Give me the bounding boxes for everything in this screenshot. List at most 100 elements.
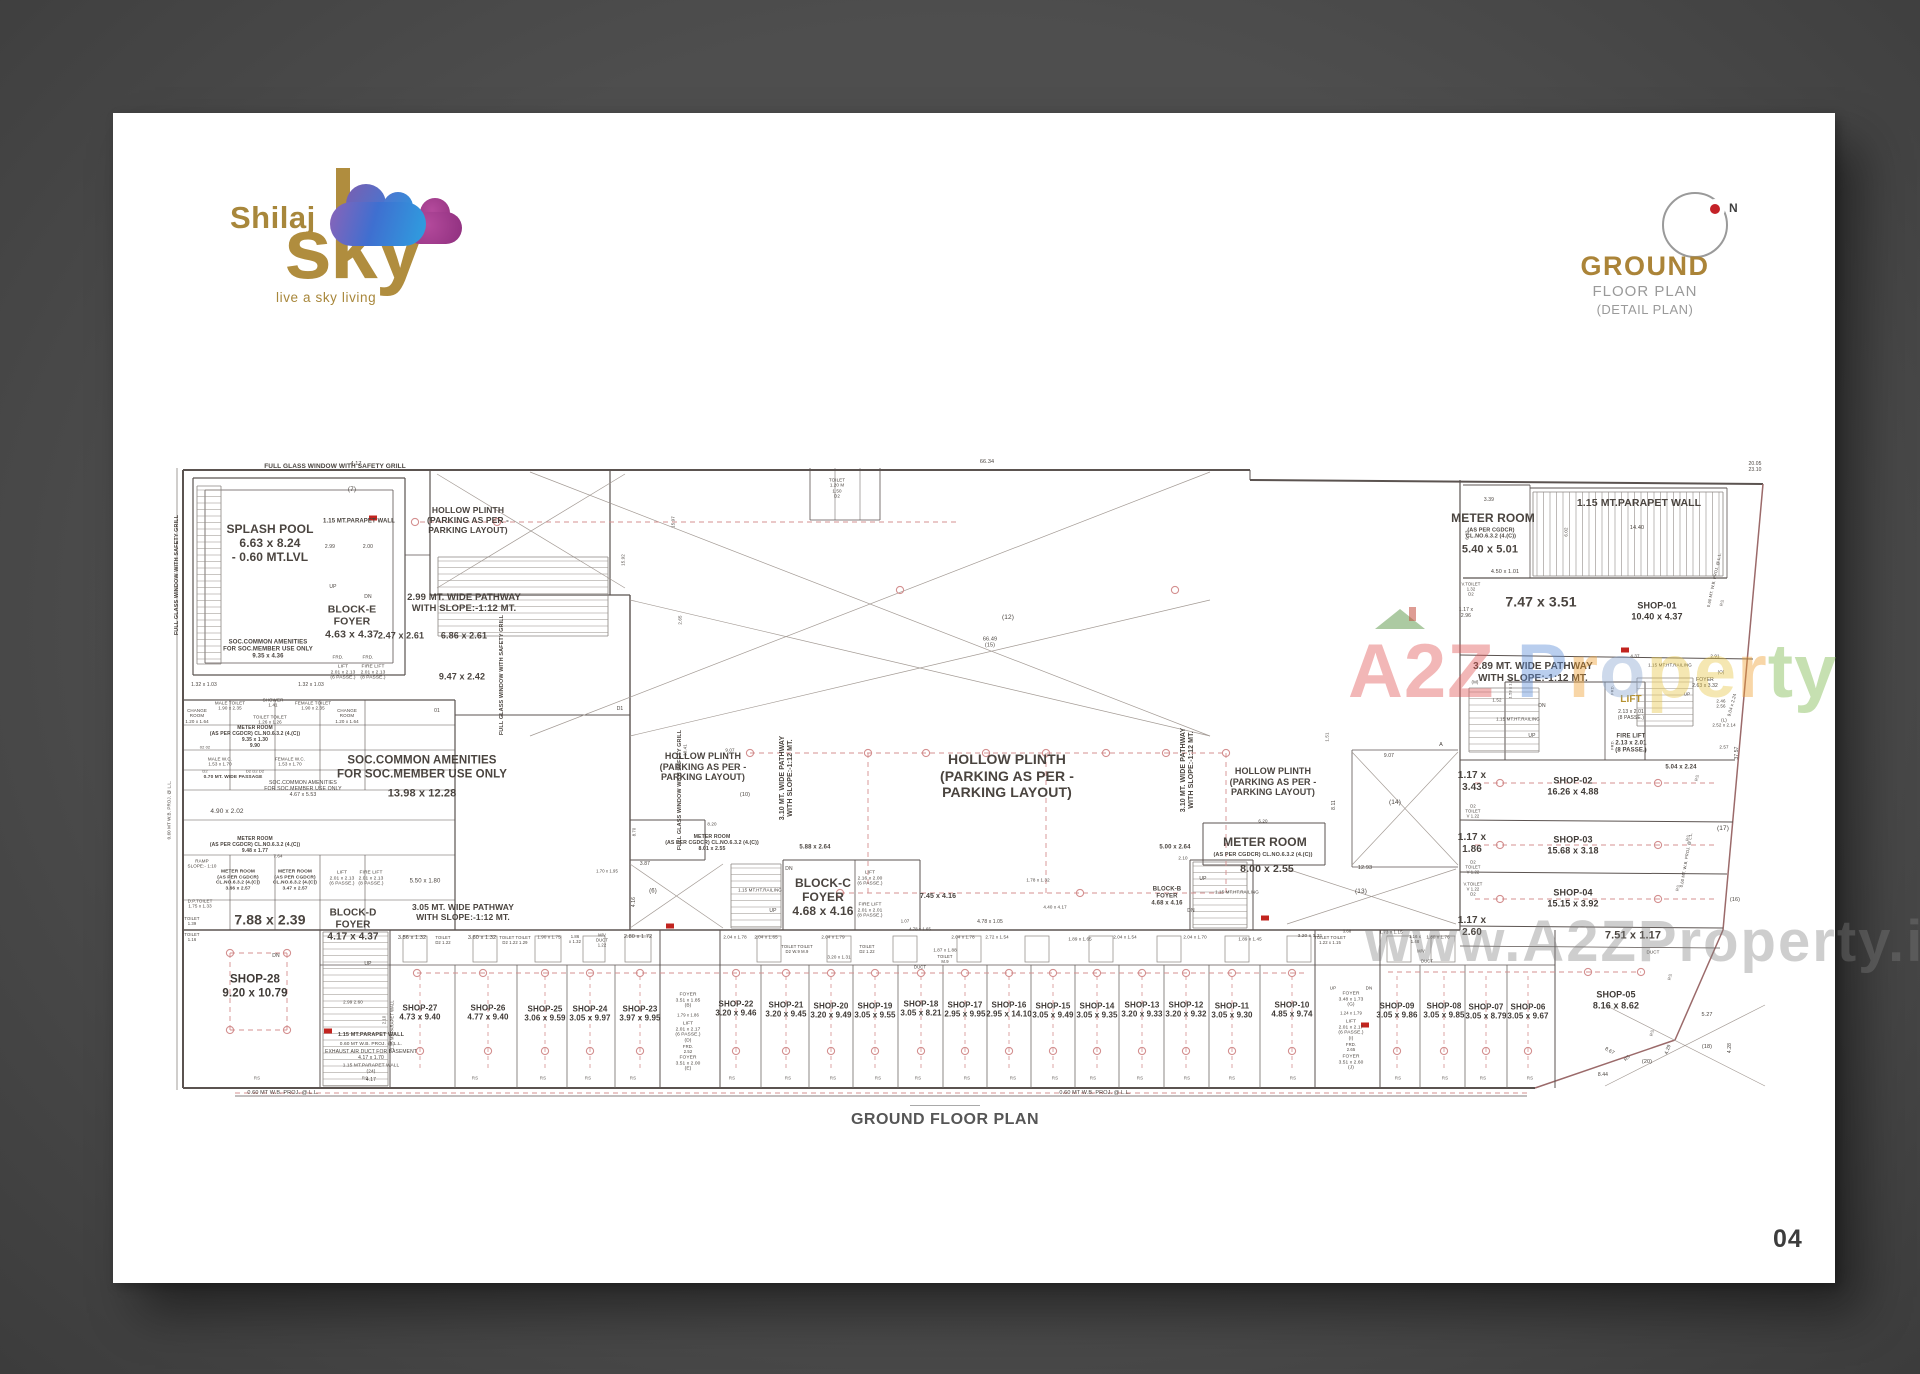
plan-label: FIRE LIFT 2.01 x 2.13 (8 PASSE.) [358,870,384,887]
plan-label: D2 D2 D2 [245,768,265,774]
floorplan-drawing [176,468,1766,1097]
shop-label: SHOP-16 2.95 x 14.10 [986,1000,1032,1019]
plan-label: RAMP SLOPE:- 1:10 [187,858,217,869]
plan-label: D2 TOILET V 1.22 [1465,803,1481,819]
plan-label: V.TOILET 1.32 D2 [1461,581,1481,597]
rs-marker: RS [914,1075,922,1081]
plan-label: 5.00 x 2.64 [1159,844,1191,851]
plan-label: LIFT 2.01 x 2.13 (6 PASSE.) [329,870,355,887]
plan-label: DN [272,953,280,960]
plan-label: 13.98 x 12.28 [387,787,457,800]
plan-label: 2.10 [381,1015,387,1025]
plan-label: 66.34 [979,458,995,465]
plan-label: 4.17 [350,460,362,467]
plan-label: 1.15 MT.HT.RAILING [1496,716,1540,722]
plan-label: 1.15 MT.HT.RAILING [738,887,782,893]
plan-label: 8.20 [707,821,717,827]
plan-label: SOC.COMMON AMENITIES FOR SOC.MEMBER USE … [337,754,507,780]
plan-label: FRD. [362,654,374,660]
plan-label: 15.97 [670,516,676,528]
rs-marker: RS [471,1075,479,1081]
plan-label: DN [1365,985,1373,991]
rs-marker: RS [1479,1075,1487,1081]
plan-label: 1.51 [1324,732,1330,742]
rs-marker: RS [1009,1075,1017,1081]
shop-label: SHOP-04 15.15 x 3.92 [1547,887,1599,908]
plan-label: 2.99 [324,544,336,551]
plan-label: 7.88 x 2.39 [234,911,306,928]
plan-label: 01 [434,708,440,715]
plan-label: DN [1538,703,1546,710]
plan-label: (O) [1717,669,1725,675]
plan-label: UP [1199,876,1207,883]
plan-subtitle-2: (DETAIL PLAN) [1596,302,1694,317]
plan-label: 1.73 x 1.15 [1379,929,1403,935]
plan-label: 2.91 [1710,653,1720,659]
plan-label: 14.40 [1629,524,1645,531]
plan-subtitle: FLOOR PLAN [1592,283,1698,300]
plan-label: 4.37 [1630,653,1640,659]
shop-label: SHOP-02 16.26 x 4.88 [1547,775,1599,796]
north-compass-icon [1662,192,1728,258]
shop-label: SHOP-07 3.05 x 8.79 [1465,1002,1507,1021]
plan-label: (18) [1701,1043,1713,1050]
plan-label: 1.15 MT.PARAPET WALL (24) [342,1063,400,1074]
rs-marker: RS [253,1075,261,1081]
plan-label: 0.60 MT W.B. PROJ. @ L.L. [166,780,172,840]
plan-label: 0.60 MT W.B. PROJ. @ L.L. [339,1042,403,1048]
plan-label: FULL GLASS WINDOW WITH SAFETY GRILL [264,463,406,471]
plan-label: 1.90 x 1.75 [537,934,561,940]
plan-label: 5.04 x 2.24 [1665,764,1697,771]
plan-label: 1.15 MT.HT.RAILING [1648,662,1692,668]
plan-label: M/V [1417,948,1425,954]
plan-label: TOILET TOILET D2 W.9 M.9 [781,944,813,954]
plan-label: HOLLOW PLINTH (PARKING AS PER - PARKING … [1229,766,1317,798]
plan-label: 2.04 x 1.54 [1113,934,1137,940]
plan-label: 4.90 x 2.02 [210,808,244,816]
plan-label: DUCT [913,964,927,970]
plan-label: 4.40 x 4.17 [1043,904,1067,910]
plan-label: 6.02 [1563,527,1569,537]
plan-label: 1.89 x 1.45 [1238,936,1262,942]
north-dot-icon [1710,204,1720,214]
shop-label: SHOP-20 3.20 x 9.49 [810,1001,852,1020]
plan-label: 1.17 x 3.43 [1457,770,1487,793]
plan-label: 1.79 x 1.86 [677,1012,699,1018]
plan-label: 10.41 [682,744,688,756]
rs-marker: RS [728,1075,736,1081]
plan-label: 2.04 x 1.65 [754,934,778,940]
shop-label: SHOP-12 3.20 x 9.32 [1165,1000,1207,1019]
plan-label: (14) [1389,799,1401,807]
plan-label: 2.57 [1719,744,1729,750]
plan-label: D1 [616,706,624,713]
plan-label: (L) 2.52 x 2.14 [1712,717,1736,728]
rs-marker: RS [1718,599,1726,607]
rs-marker: RS [784,1075,792,1081]
plan-label: HOLLOW PLINTH (PARKING AS PER - PARKING … [427,504,509,536]
plan-label: UP [1528,733,1536,740]
plan-label: FULL GLASS WINDOW WITH SAFETY GRILL [498,614,505,736]
plan-label: FIRE L!FT 2.01 x 2.13 (8 PASSE.) [360,664,386,681]
plan-label: 1.87 x 1.88 [933,947,957,953]
plan-label: 8.70 [631,827,637,837]
rs-marker: RS [1289,1075,1297,1081]
rs-marker: RS [963,1075,971,1081]
rs-marker: RS [1183,1075,1191,1081]
plan-label: 9.04 x 2.24 [1726,693,1738,717]
north-label: N [1729,201,1738,215]
plan-label: 3.20 x 1.31 [827,954,851,960]
plan-label: LIFT [1620,694,1642,706]
plan-label: TOILET TOILET 1.26 x 1.26 [253,714,287,725]
plan-label: FIRE LIFT 2.13 x 2.01 (8 PASSE.) [1615,733,1647,754]
plan-label: 2.13 x 2.01 (8 PASSE.) [1617,709,1645,721]
plan-label: 4.17 [365,1077,377,1084]
watermark-chimney-icon [1409,607,1416,621]
plan-label: 9.07 [725,747,735,753]
rs-marker: RS [1526,1075,1534,1081]
plan-label: 1.15 MT.PARAPET WALL [1576,496,1702,509]
plan-label: 20.05 23.10 [1748,461,1762,473]
plan-label: 7.51 x 1.17 [1604,929,1662,942]
plan-label: 2.04 x 1.70 [1183,934,1207,940]
plan-label: 4.28 [1727,1042,1734,1054]
plan-label: 4.78 x 1.65 [909,926,931,932]
